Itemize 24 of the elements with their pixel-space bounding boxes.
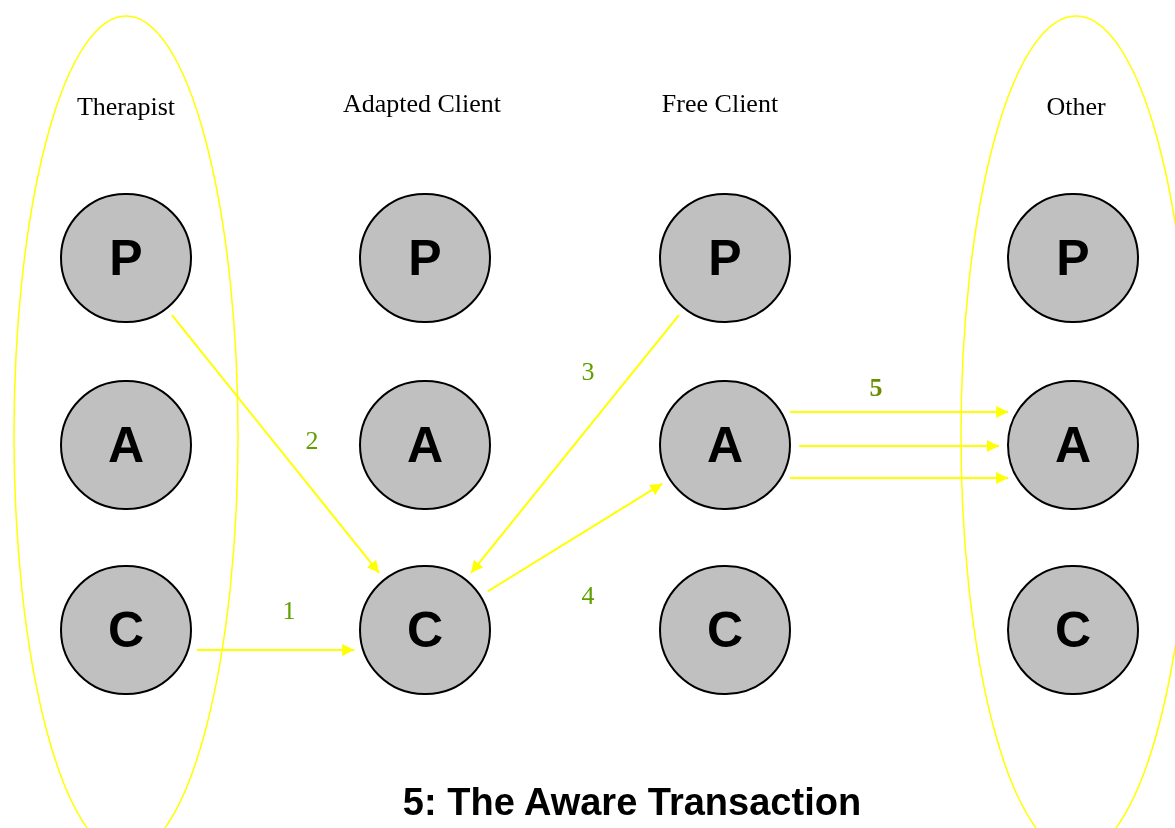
node-letter: A bbox=[107, 420, 145, 470]
node-letter: P bbox=[708, 233, 742, 283]
arrow bbox=[798, 440, 1000, 452]
node-letter: P bbox=[109, 233, 143, 283]
arrow bbox=[486, 482, 664, 593]
arrow bbox=[788, 472, 1010, 484]
group-heading: Other bbox=[1045, 91, 1107, 123]
node-letter: P bbox=[1056, 233, 1090, 283]
group-heading: Therapist bbox=[75, 91, 177, 123]
node-letter: A bbox=[406, 420, 444, 470]
node-letter: C bbox=[1054, 605, 1092, 655]
column-heading: Adapted Client bbox=[342, 87, 502, 120]
title: 5: The Aware Transaction bbox=[401, 783, 863, 821]
node-letter: P bbox=[408, 233, 442, 283]
column-heading: Free Client bbox=[661, 87, 779, 120]
node-letter: A bbox=[706, 420, 744, 470]
node-letter: C bbox=[406, 605, 444, 655]
arrow bbox=[788, 406, 1010, 418]
node-letter: A bbox=[1054, 420, 1092, 470]
node-letter: C bbox=[706, 605, 744, 655]
node-letter: C bbox=[107, 605, 145, 655]
arrow bbox=[470, 314, 680, 574]
arrow bbox=[195, 644, 356, 656]
arrow bbox=[171, 314, 380, 574]
